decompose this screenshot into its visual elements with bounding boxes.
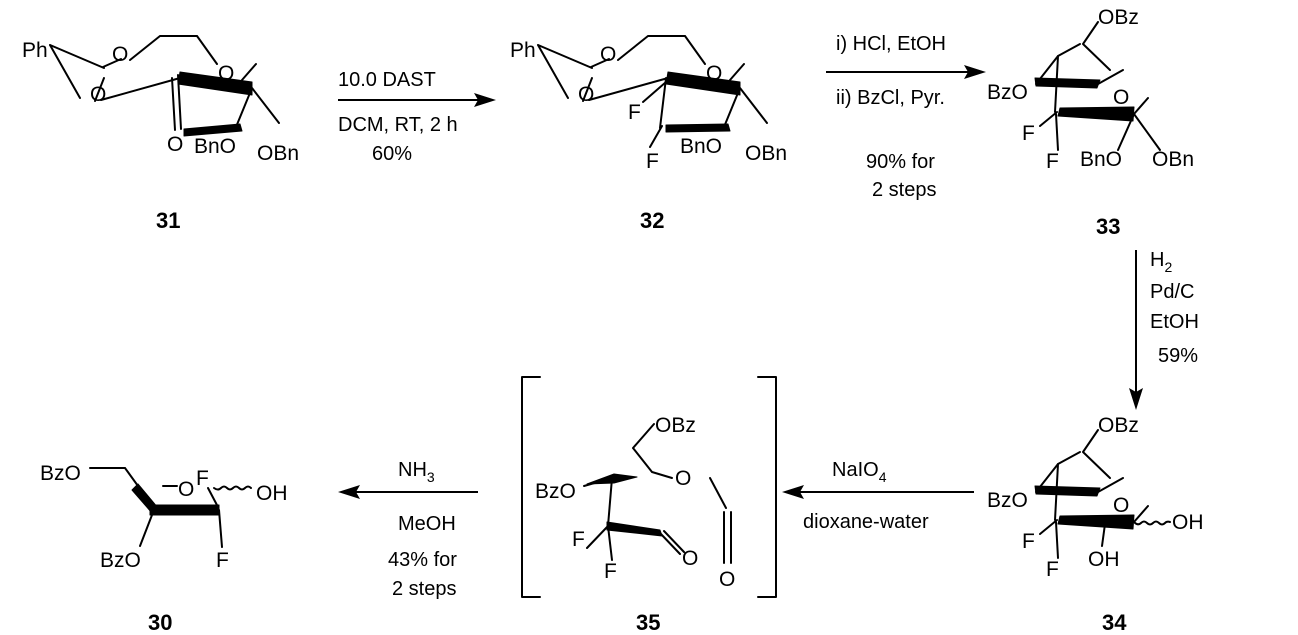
bzo-label-34: BzO [987,489,1028,512]
ring-o-33: O [1113,86,1129,109]
step-2-yield: 90% for [866,151,935,173]
obz-top-35: OBz [655,414,696,437]
formate-carbonyl-o-35: O [719,568,735,591]
compound-number-32: 32 [640,208,664,233]
step-1-conditions: DCM, RT, 2 h [338,114,458,136]
step-5-arrow: NH3 MeOH 43% for 2 steps [338,459,478,600]
compound-30: BzO O F OH BzO F 30 [40,462,288,635]
step-2-arrow: i) HCl, EtOH ii) BzCl, Pyr. 90% for 2 st… [826,33,986,201]
acetal-o-bottom-32: O [578,83,594,106]
compound-number-33: 33 [1096,214,1120,239]
step-5-reagent: NH3 [398,459,435,485]
step-5-solvent: MeOH [398,513,456,535]
acetal-o-top-31: O [112,43,128,66]
bzo-top-30: BzO [40,462,81,485]
compound-number-31: 31 [156,208,180,233]
bno-label-32: BnO [680,135,722,158]
step-1-yield: 60% [372,143,412,165]
ring-o-34: O [1113,494,1129,517]
step-2-steps: 2 steps [872,179,936,201]
step-3-catalyst: Pd/C [1150,281,1194,303]
bzo-label-35: BzO [535,480,576,503]
step-5-steps: 2 steps [392,578,456,600]
step-3-hydrogen: H2 [1150,249,1172,275]
bno-label-33: BnO [1080,148,1122,171]
hydroxyl-30: OH [256,482,288,505]
step-3-arrow: H2 Pd/C EtOH 59% [1129,249,1199,410]
ketone-o-31: O [167,133,183,156]
compound-34: OBz BzO O F F OH OH 34 [987,414,1204,635]
step-3-solvent: EtOH [1150,311,1199,333]
fluorine-top-33: F [1022,122,1035,145]
hydroxyl-anomeric-34: OH [1172,511,1204,534]
step-1-reagent: 10.0 DAST [338,69,436,91]
obn-label-31: OBn [257,142,299,165]
step-4-arrow: NaIO4 dioxane-water [782,459,974,533]
step-4-reagent: NaIO4 [832,459,887,485]
step-3-yield: 59% [1158,345,1198,367]
step-5-yield: 43% for [388,549,457,571]
fluorine-bottom-32: F [646,150,659,173]
fluorine-bottom-33: F [1046,150,1059,173]
step-1-arrow: 10.0 DAST DCM, RT, 2 h 60% [338,69,496,165]
fluorine-top-30: F [196,467,209,490]
ring-o-31: O [218,62,234,85]
acetal-o-bottom-31: O [90,83,106,106]
fluorine-top-35: F [572,528,585,551]
ring-o-32: O [706,62,722,85]
obn-label-33: OBn [1152,148,1194,171]
fluorine-bottom-34: F [1046,558,1059,581]
ring-o-30: O [178,478,194,501]
compound-number-30: 30 [148,610,172,635]
ph-label-32: Ph [510,39,536,62]
compound-number-35: 35 [636,610,660,635]
obn-label-32: OBn [745,142,787,165]
step-2-reagent-ii: ii) BzCl, Pyr. [836,87,945,109]
hydroxyl-c2-34: OH [1088,548,1120,571]
compound-35: OBz BzO O F F O O 35 [521,376,777,635]
bno-label-31: BnO [194,135,236,158]
step-2-reagent-i: i) HCl, EtOH [836,33,946,55]
fluorine-bottom-30: F [216,549,229,572]
formate-o-35: O [675,467,691,490]
bzo-bottom-30: BzO [100,549,141,572]
compound-number-34: 34 [1102,610,1127,635]
compound-32: Ph O O O F F BnO OBn 32 [510,35,787,233]
ph-label-31: Ph [22,39,48,62]
compound-33: OBz BzO O F F BnO OBn 33 [987,6,1194,239]
fluorine-top-32: F [628,101,641,124]
fluorine-bottom-35: F [604,560,617,583]
aldehyde-o-35: O [682,547,698,570]
acetal-o-top-32: O [600,43,616,66]
bzo-label-33: BzO [987,81,1028,104]
compound-31: Ph O O O O BnO OBn 31 [22,35,299,233]
step-4-solvent: dioxane-water [803,511,929,533]
obz-top-34: OBz [1098,414,1139,437]
obz-top-33: OBz [1098,6,1139,29]
fluorine-top-34: F [1022,530,1035,553]
